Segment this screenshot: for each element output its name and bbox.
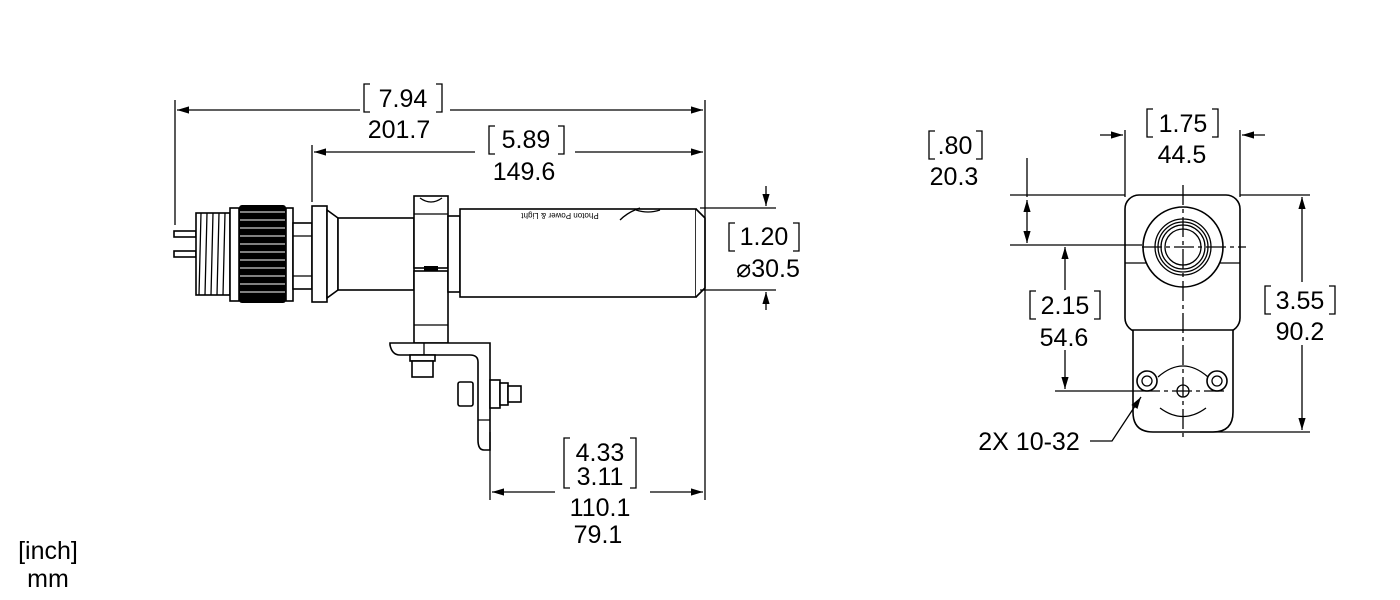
bracket-offset-mm-max: 110.1: [570, 494, 631, 522]
overall-height-mm: 90.2: [1276, 318, 1325, 346]
knurled-nut: [239, 205, 294, 303]
logo-text: Photon Power & Light: [521, 211, 599, 220]
dimension-center-height: .80 20.3: [928, 130, 1142, 246]
dimension-diameter: 1.20 ⌀30.5: [700, 186, 800, 310]
threaded-connector: [195, 207, 240, 302]
center-height-inch: .80: [938, 132, 973, 160]
dimension-body-length: 5.89 149.6: [311, 125, 703, 202]
bracket-offset-inch-min: 3.11: [577, 463, 624, 491]
dimension-center-to-holes: 2.15 54.6: [1029, 247, 1140, 392]
end-view-part: [1124, 185, 1246, 440]
body-length-mm: 149.6: [493, 158, 556, 186]
dimension-overall-height: 3.55 90.2: [1200, 194, 1336, 433]
mounting-clamp: [413, 195, 461, 344]
dimension-overall-length: 7.94 201.7: [174, 83, 706, 500]
overall-length-mm: 201.7: [368, 116, 431, 144]
bracket-offset-inch-max: 4.33: [576, 439, 625, 467]
overall-height-inch: 3.55: [1276, 287, 1325, 315]
dimension-width: 1.75 44.5: [1100, 108, 1265, 197]
shaft: [292, 205, 415, 303]
hole-callout: 2X 10-32: [978, 396, 1142, 456]
diameter-inch: 1.20: [740, 223, 789, 251]
center-height-mm: 20.3: [930, 163, 979, 191]
width-mm: 44.5: [1158, 141, 1207, 169]
center-to-holes-mm: 54.6: [1040, 324, 1089, 352]
body-length-inch: 5.89: [502, 126, 551, 154]
connector-pins: [173, 230, 197, 258]
diameter-mm: ⌀30.5: [736, 255, 800, 283]
angle-bracket: [389, 342, 522, 451]
sensor-cylinder: Photon Power & Light: [459, 207, 706, 298]
bracket-offset-mm-min: 79.1: [574, 521, 623, 549]
units-mm: mm: [27, 565, 69, 593]
dimension-bracket-offset: 4.33 3.11 110.1 79.1: [489, 432, 703, 549]
overall-length-inch: 7.94: [379, 85, 428, 113]
width-inch: 1.75: [1159, 110, 1208, 138]
side-view-part: Photon Power & Light: [173, 195, 706, 451]
hole-callout-label: 2X 10-32: [978, 428, 1079, 456]
units-legend: [inch] mm: [18, 537, 78, 593]
center-to-holes-inch: 2.15: [1041, 292, 1090, 320]
units-inch: [inch]: [18, 537, 78, 565]
